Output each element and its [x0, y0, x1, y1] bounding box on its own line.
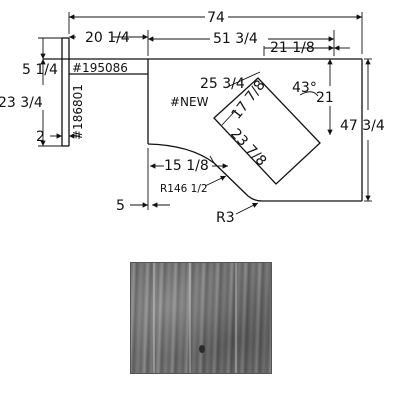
material-swatch-image [130, 262, 272, 374]
countertop-outline [43, 37, 363, 202]
dim-radius-large: R146 1/2 [160, 183, 208, 195]
dim-top-middle: 51 3/4 [213, 31, 258, 47]
dim-angle: 43° [292, 80, 317, 96]
dimension-lines [38, 12, 372, 215]
dim-right-inner-depth: 21 [316, 90, 334, 106]
cooktop-cutout [213, 77, 321, 185]
dim-left-top-depth: 5 1/4 [22, 62, 58, 78]
part-label-new: #NEW [170, 95, 209, 109]
dim-inner-width: 15 1/8 [164, 158, 209, 174]
dim-bottom-offset: 5 [116, 198, 125, 214]
grain-streak [189, 263, 191, 373]
dim-right-depth: 47 3/4 [340, 118, 385, 134]
part-label-left: #186801 [71, 84, 85, 140]
dim-left-depth: 23 3/4 [0, 95, 43, 111]
dim-top-right: 21 1/8 [270, 40, 315, 56]
dim-diagonal-edge: 25 3/4 [200, 76, 245, 92]
dim-left-width: 20 1/4 [85, 30, 130, 46]
dim-left-thickness: 2 [36, 129, 45, 145]
part-label-top: #195086 [72, 61, 128, 75]
dim-overall-width: 74 [207, 10, 225, 26]
dim-radius-small: R3 [216, 210, 235, 226]
grain-streak [153, 263, 155, 373]
countertop-diagram: 74 20 1/4 51 3/4 21 1/8 5 1/4 23 3/4 2 4… [0, 10, 385, 226]
grain-streak [235, 263, 237, 373]
dim-cooktop-width: 23 7/8 [227, 126, 269, 170]
wood-knot [199, 345, 205, 353]
